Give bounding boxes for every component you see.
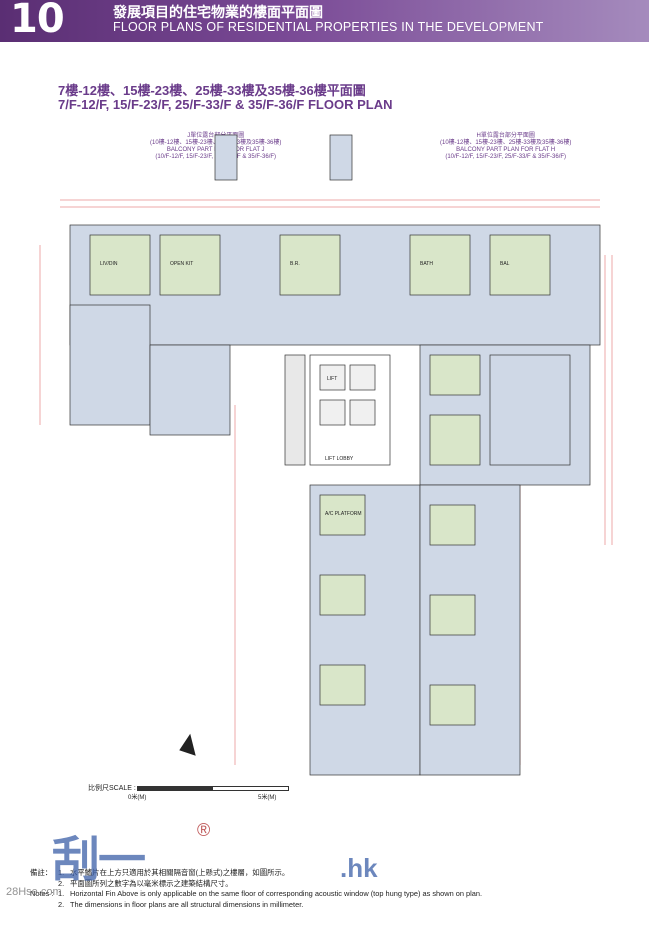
label-lift-lobby: LIFT LOBBY (325, 456, 354, 462)
label-br: B.R. (290, 261, 300, 267)
label-ac-platform: A/C PLATFORM (325, 511, 362, 517)
balcony-h-zh1: H單位露台部分平面圖 (476, 133, 535, 139)
plan-title-zh: 7樓-12樓、15樓-23樓、25樓-33樓及35樓-36樓平面圖 (58, 83, 366, 98)
section-title-zh: 發展項目的住宅物業的樓面平面圖 (113, 4, 323, 20)
scale-start: 0米(M) (128, 795, 147, 801)
room-labels: LIFT LOBBY LIV/DIN OPEN KIT B.R. BATH BA… (100, 261, 510, 517)
floor-plan-drawing: LIFT LOBBY LIV/DIN OPEN KIT B.R. BATH BA… (39, 134, 613, 776)
note-zh-1: 水平鰭片在上方只適用於其相關隔音窗(上懸式)之樓層，如圖所示。 (70, 868, 290, 877)
label-bath: BATH (420, 261, 433, 267)
notes-zh-label: 備註： (30, 868, 53, 877)
notes-en-label: Notes : (30, 889, 54, 898)
section-title-en: FLOOR PLANS OF RESIDENTIAL PROPERTIES IN… (113, 20, 544, 34)
balcony-part-plans (214, 134, 353, 181)
watermark-registered: ® (197, 820, 211, 840)
lift-core (284, 354, 391, 466)
note-en-2-num: 2. (58, 899, 65, 909)
balcony-caption-h: H單位露台部分平面圖 (10樓-12樓、15樓-23樓、25樓-33樓及35樓-… (440, 133, 571, 161)
upper-wing (69, 224, 601, 436)
balcony-h-en1: BALCONY PART PLAN FOR FLAT H (456, 147, 556, 153)
north-arrow-icon (179, 733, 196, 756)
watermark-logo: 刮一 (52, 832, 146, 888)
note-en-1: Horizontal Fin Above is only applicable … (70, 889, 483, 898)
note-en-1-num: 1. (58, 889, 65, 898)
label-lift: LIFT (327, 376, 337, 382)
scale-bar (137, 786, 289, 791)
section-header: 10 發展項目的住宅物業的樓面平面圖 FLOOR PLANS OF RESIDE… (0, 0, 649, 42)
notes-block: 備註： 1. 水平鰭片在上方只適用於其相關隔音窗(上懸式)之樓層，如圖所示。 2… (30, 868, 482, 910)
balcony-h-en2: (10/F-12/F, 15/F-23/F, 25/F-33/F & 35/F-… (445, 154, 567, 160)
watermark-site: 28Hse.com (6, 886, 62, 898)
scale-label: 比例尺SCALE : (88, 785, 136, 792)
section-number: 10 (10, 0, 65, 42)
right-wing (419, 344, 591, 486)
note-en-2: The dimensions in floor plans are all st… (70, 899, 304, 909)
note-zh-1-num: 1. (58, 868, 65, 877)
watermark-hk: .hk (340, 853, 378, 883)
plan-title-en: 7/F-12/F, 15/F-23/F, 25/F-33/F & 35/F-36… (58, 97, 393, 112)
lower-wing (309, 484, 521, 776)
label-open-kit: OPEN KIT (170, 261, 193, 267)
note-zh-2-num: 2. (58, 878, 65, 888)
scale-end: 5米(M) (258, 795, 277, 801)
balcony-h-zh2: (10樓-12樓、15樓-23樓、25樓-33樓及35樓-36樓) (440, 140, 572, 146)
label-liv-din: LIV/DIN (100, 261, 118, 267)
note-zh-2: 平面圖所列之數字為以毫米標示之建築結構尺寸。 (70, 878, 233, 888)
label-bal: BAL (500, 261, 510, 267)
